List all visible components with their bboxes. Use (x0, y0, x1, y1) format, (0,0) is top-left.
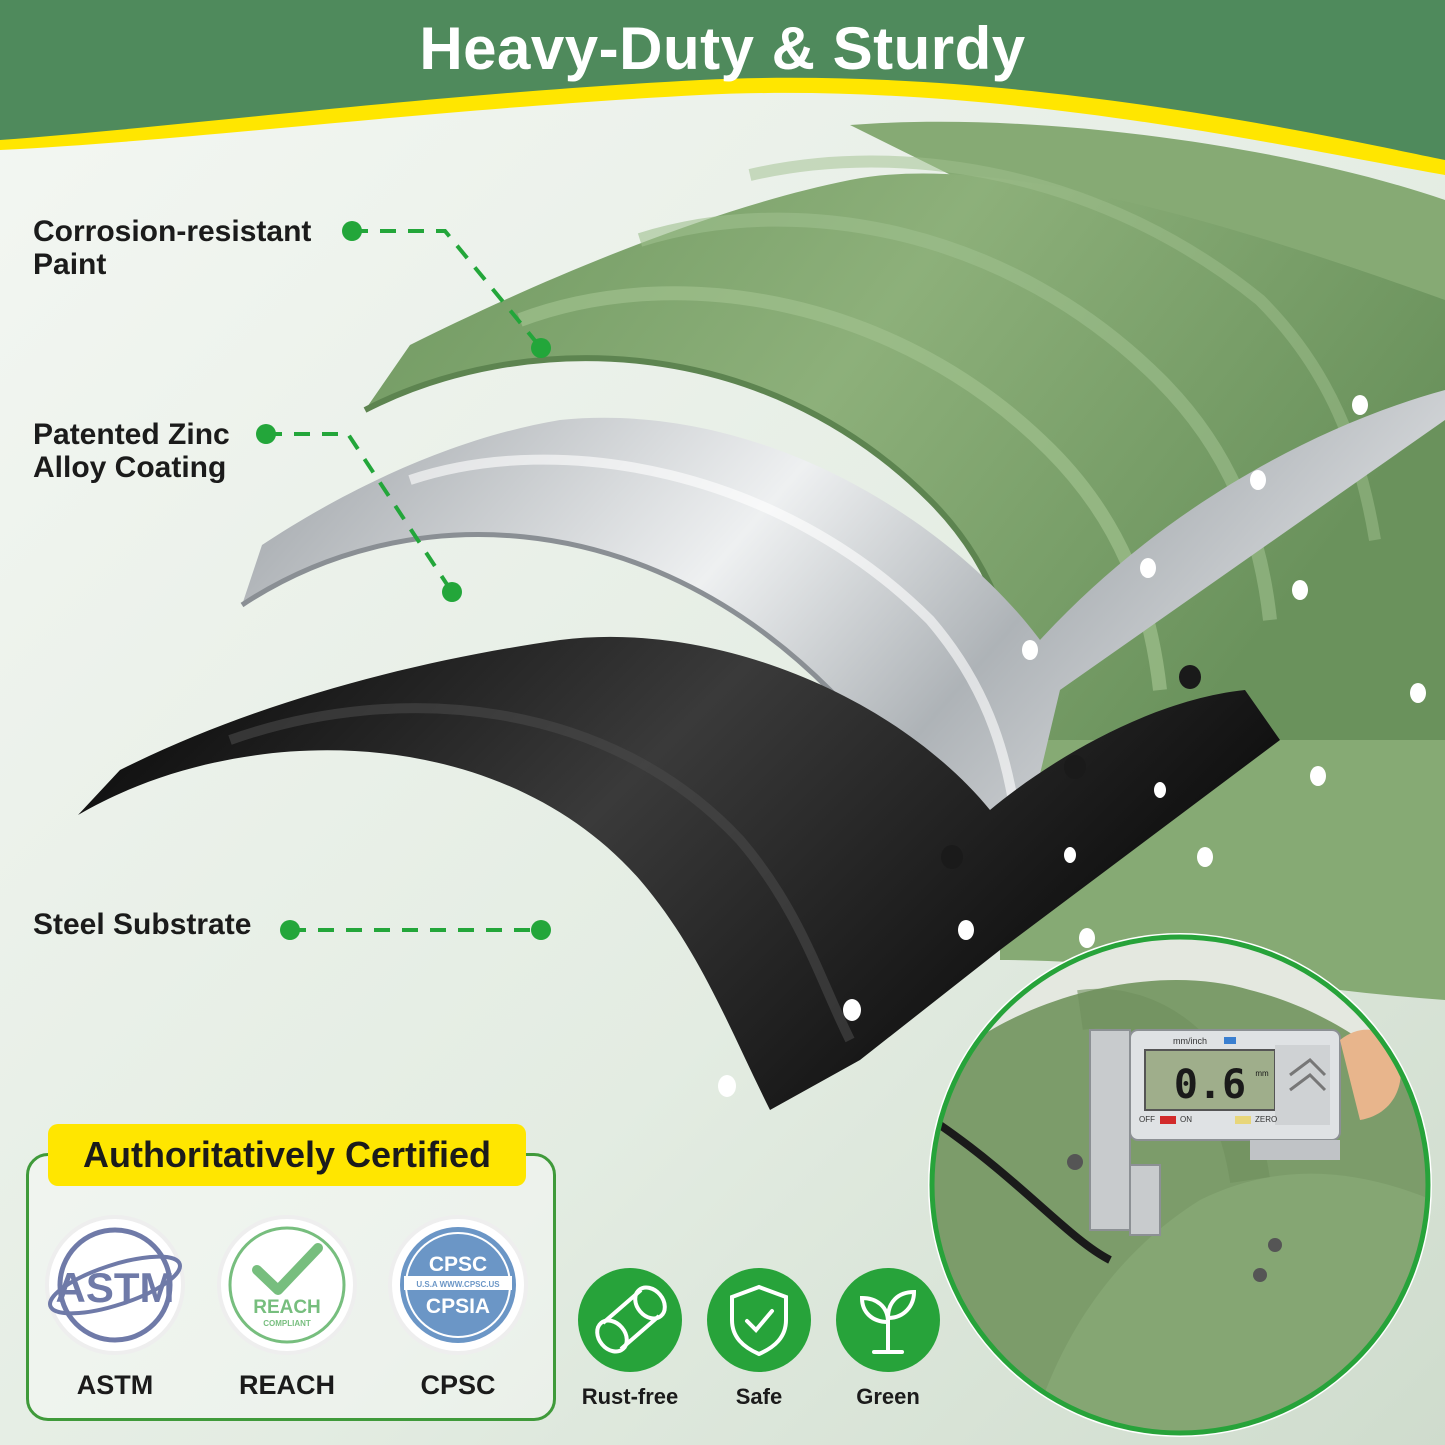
layer-label-steel: Steel Substrate (33, 908, 252, 941)
callout-dots (256, 221, 551, 940)
svg-text:mm: mm (1255, 1069, 1269, 1078)
reach-logo: REACH COMPLIANT (217, 1215, 357, 1355)
svg-text:CPSC: CPSC (429, 1253, 487, 1276)
dark-holes (941, 665, 1201, 869)
mounting-holes (718, 395, 1426, 1097)
cpsc-logo: CPSC U.S.A WWW.CPSC.US CPSIA (388, 1215, 528, 1355)
certification-title: Authoritatively Certified (48, 1124, 526, 1186)
badge-label-astm: ASTM (76, 1370, 154, 1400)
page-title: Heavy-Duty & Sturdy (419, 15, 1026, 82)
svg-text:0.6: 0.6 (1174, 1062, 1246, 1108)
header-band (0, 0, 1445, 160)
feature-label-safe: Safe (735, 1384, 783, 1409)
svg-text:COMPLIANT: COMPLIANT (263, 1319, 311, 1328)
steel-layer-sheet (78, 636, 1280, 1110)
layer-label-paint: Corrosion-resistant Paint (33, 215, 312, 281)
svg-text:U.S.A WWW.CPSC.US: U.S.A WWW.CPSC.US (416, 1280, 500, 1289)
svg-text:mm/inch: mm/inch (1173, 1036, 1207, 1046)
badge-label-cpsc: CPSC (420, 1370, 496, 1400)
svg-text:ASTM: ASTM (56, 1264, 175, 1311)
badge-label-reach: REACH (238, 1370, 335, 1400)
svg-text:OFF: OFF (1139, 1115, 1155, 1124)
callout-lines (266, 229, 543, 932)
shield-check-icon (707, 1268, 811, 1372)
feature-label-rust-free: Rust-free (581, 1384, 679, 1409)
svg-text:REACH: REACH (253, 1297, 321, 1318)
svg-text:ZERO: ZERO (1255, 1115, 1277, 1124)
astm-logo: ASTM (45, 1215, 185, 1355)
layer-label-zinc: Patented Zinc Alloy Coating (33, 418, 230, 484)
svg-text:CPSIA: CPSIA (426, 1295, 490, 1318)
svg-text:ON: ON (1180, 1115, 1192, 1124)
feature-label-green: Green (856, 1384, 920, 1409)
cylinder-icon (578, 1268, 682, 1372)
sprout-icon (836, 1268, 940, 1372)
caliper-inset: mm/inch 0.6 mm OFF ON ZERO (928, 933, 1432, 1437)
